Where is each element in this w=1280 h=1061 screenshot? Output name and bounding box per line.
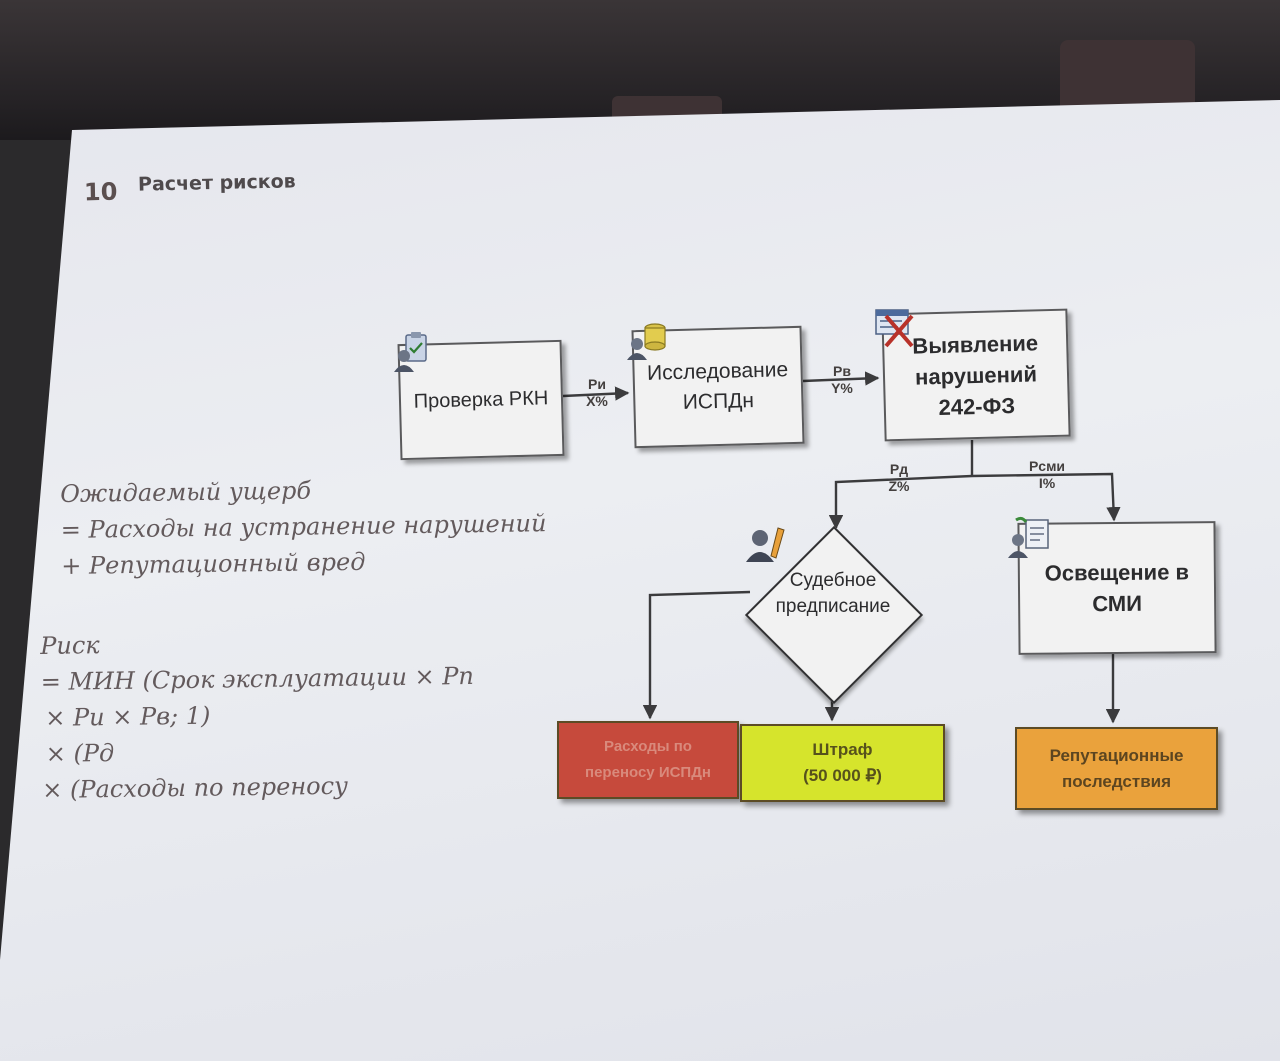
outcome-transfer-line1: Расходы по <box>604 738 692 755</box>
node-media-line2: СМИ <box>1092 590 1143 617</box>
edge-label-pv-val: Y% <box>831 380 853 396</box>
node-violations-line1: Выявление <box>912 329 1039 359</box>
node-court-order-line1: Судебное <box>789 570 877 591</box>
formula-risk-line5: × (Расходы по переносу <box>42 771 349 804</box>
edge-label-pd: Pд Z% <box>876 461 922 495</box>
formula-damage-line3: + Репутационный вред <box>61 547 366 580</box>
outcome-transfer-costs: Расходы по переносу ИСПДн <box>557 721 739 799</box>
formula-risk-line1: Риск <box>40 631 100 660</box>
formula-expected-damage: Ожидаемый ущерб = Расходы на устранение … <box>60 469 547 584</box>
edge-violations-media <box>971 472 1121 522</box>
outcome-fine-line1: Штраф <box>812 740 873 759</box>
outcome-fine: Штраф (50 000 ₽) <box>740 724 945 802</box>
edge-label-pd-var: Pд <box>889 461 909 477</box>
user-document-icon <box>1008 516 1049 558</box>
node-violations-line3: 242-ФЗ <box>938 392 1016 420</box>
outcome-reputation: Репутационные последствия <box>1015 727 1218 810</box>
database-user-icon <box>627 323 666 360</box>
edge-label-pi: Pи X% <box>578 376 616 410</box>
formula-risk: Риск = МИН (Срок эксплуатации × Pп × Pи … <box>40 622 476 808</box>
formula-risk-line2: = МИН (Срок эксплуатации × Pп <box>40 661 475 696</box>
edge-label-pv: Pв Y% <box>820 363 864 397</box>
user-pencil-icon <box>746 527 785 562</box>
outcome-reputation-line1: Репутационные <box>1049 745 1184 765</box>
edge-label-pi-var: Pи <box>588 376 606 392</box>
edge-label-psmi-var: Pсми <box>1028 458 1066 474</box>
edge-label-pi-val: X% <box>586 393 608 409</box>
node-court-order: Судебное предписание <box>760 568 906 620</box>
edge-label-pv-var: Pв <box>833 363 851 379</box>
clipboard-user-icon <box>394 332 427 372</box>
node-ispdn-study-line2: ИСПДн <box>682 389 755 414</box>
outcome-transfer-line2: переносу ИСПДн <box>585 764 711 781</box>
edge-check-study <box>562 386 630 401</box>
edge-court-transfer <box>642 590 751 720</box>
node-violations-line2: нарушений <box>914 360 1038 390</box>
edge-label-psmi: Pсми I% <box>1022 458 1072 492</box>
rejected-document-icon <box>875 309 914 348</box>
edge-violations-court <box>828 474 973 530</box>
edge-study-violations <box>802 371 880 386</box>
formula-damage-line2: = Расходы на устранение нарушений <box>60 509 547 544</box>
node-rkn-check-label: Проверка РКН <box>413 386 549 413</box>
edge-label-pd-val: Z% <box>888 478 910 494</box>
node-court-order-line2: предписание <box>775 596 891 617</box>
formula-risk-line3: × Pи × Pв; 1) <box>45 701 211 732</box>
outcome-reputation-line2: последствия <box>1061 771 1172 791</box>
node-media-line1: Освещение в <box>1044 559 1190 586</box>
outcome-fine-line2: (50 000 ₽) <box>803 766 882 785</box>
formula-risk-line4: × (Pд <box>45 738 115 768</box>
edge-label-psmi-val: I% <box>1038 475 1056 491</box>
